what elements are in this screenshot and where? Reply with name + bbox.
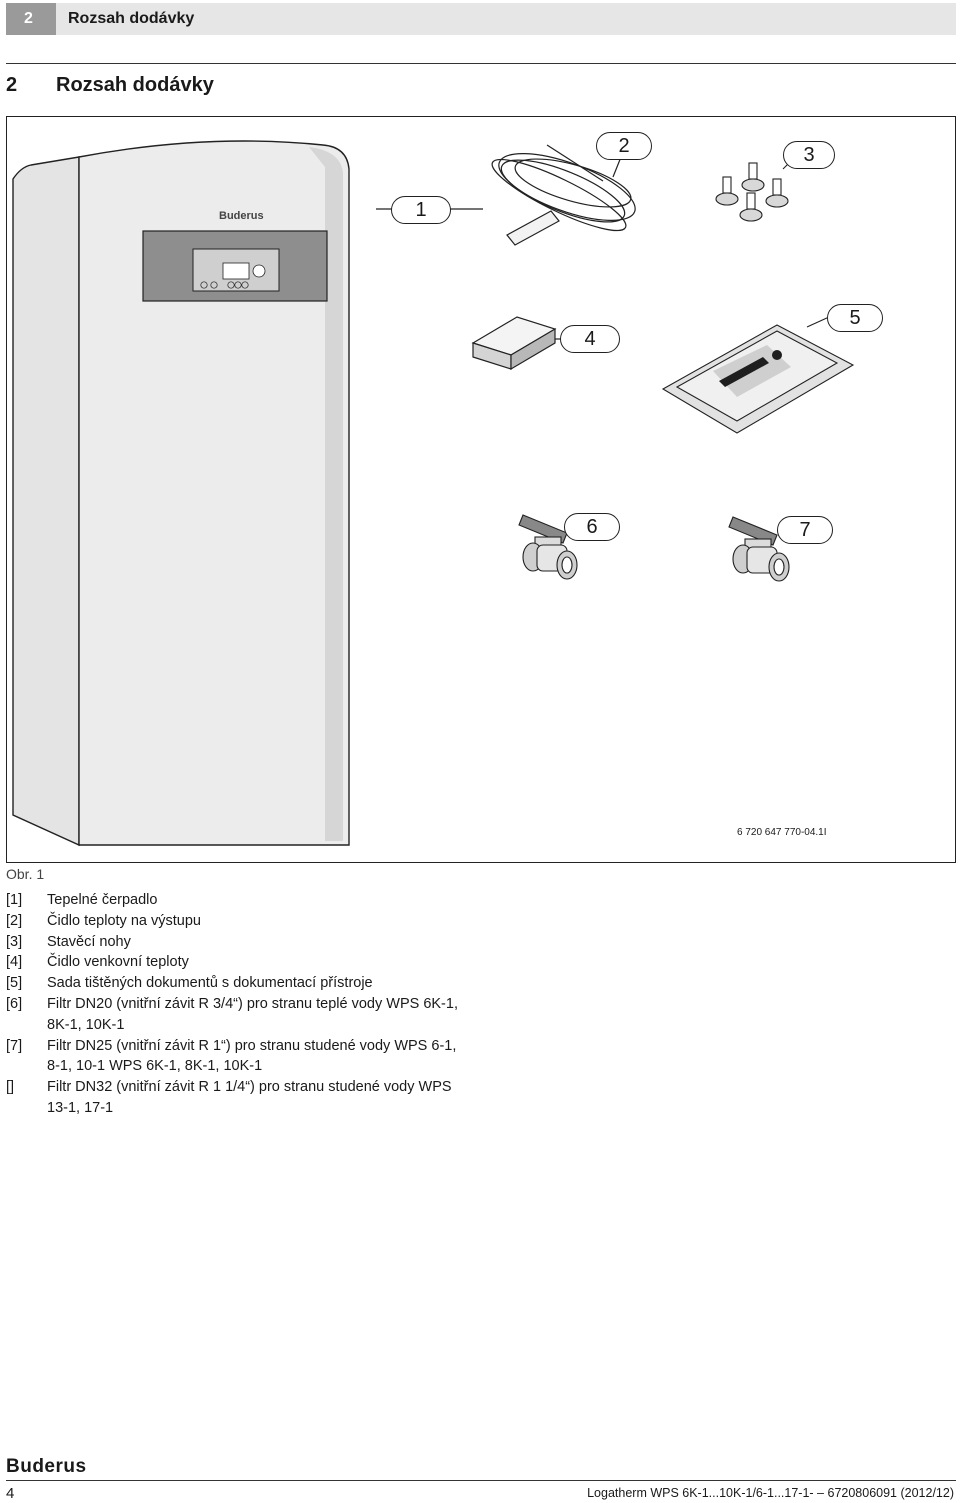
legend-item: [1] Tepelné čerpadlo <box>6 890 566 911</box>
callout-5: 5 <box>827 304 883 332</box>
legend-item: [3] Stavěcí nohy <box>6 932 566 953</box>
callout-3: 3 <box>783 141 835 169</box>
callout-6: 6 <box>564 513 620 541</box>
legend-item: [4] Čidlo venkovní teploty <box>6 952 566 973</box>
legend-text: Filtr DN25 (vnitřní závit R 1“) pro stra… <box>47 1037 457 1075</box>
legend-item: [6] Filtr DN20 (vnitřní závit R 3/4“) pr… <box>6 994 566 1036</box>
callout-1: 1 <box>391 196 451 224</box>
legend-text: Tepelné čerpadlo <box>47 892 158 908</box>
flow-temperature-sensor-drawing <box>376 144 636 246</box>
header-chapter-number: 2 <box>6 3 56 35</box>
document-set-drawing <box>661 316 855 434</box>
legend-key: [6] <box>6 995 23 1012</box>
section-number: 2 <box>6 74 18 96</box>
figure-code: 6 720 647 770-04.1I <box>737 827 827 838</box>
figure-illustration <box>12 140 855 847</box>
legend-item: [5] Sada tištěných dokumentů s dokumenta… <box>6 973 566 994</box>
footer-rule <box>6 1480 956 1481</box>
figure-caption: Obr. 1 <box>6 866 45 882</box>
legend-key: [7] <box>6 1037 23 1054</box>
filter-dn25-drawing <box>728 516 790 582</box>
section-heading: 2 Rozsah dodávky <box>6 74 214 97</box>
legend-text: Sada tištěných dokumentů s dokumentací p… <box>47 975 373 992</box>
footer-document-info: Logatherm WPS 6K-1...10K-1/6-1...17-1- –… <box>587 1486 954 1500</box>
cabinet-brand-label: Buderus <box>219 210 264 222</box>
legend-text: Stavěcí nohy <box>47 933 131 950</box>
legend-item: [7] Filtr DN25 (vnitřní závit R 1“) pro … <box>6 1036 566 1078</box>
legend-key: [2] <box>6 912 23 929</box>
callout-4: 4 <box>560 325 620 353</box>
legend-text: Čidlo venkovní teploty <box>47 954 189 971</box>
legend-key: [1] <box>6 892 23 908</box>
section-title: Rozsah dodávky <box>56 74 214 96</box>
delivery-scope-figure: Buderus 1 2 3 4 5 6 7 6 720 647 770-04.1… <box>6 116 956 863</box>
heat-pump-drawing <box>12 140 350 847</box>
adjustable-feet-drawing <box>715 154 798 222</box>
legend-text: Čidlo teploty na výstupu <box>47 912 201 929</box>
legend-key: [3] <box>6 933 23 950</box>
brand-logo: Buderus <box>6 1456 87 1477</box>
legend-text: Filtr DN20 (vnitřní závit R 3/4“) pro st… <box>47 995 458 1033</box>
legend-item: [2] Čidlo teploty na výstupu <box>6 911 566 932</box>
page-number: 4 <box>6 1485 15 1502</box>
header-chapter-title: Rozsah dodávky <box>56 3 956 35</box>
legend-key: [5] <box>6 975 23 992</box>
figure-legend: [1] Tepelné čerpadlo [2] Čidlo teploty n… <box>6 890 566 1119</box>
legend-item: [] Filtr DN32 (vnitřní závit R 1 1/4“) p… <box>6 1077 566 1119</box>
legend-key: [] <box>6 1079 15 1096</box>
legend-key: [4] <box>6 954 23 971</box>
callout-2: 2 <box>596 132 652 160</box>
legend-text: Filtr DN32 (vnitřní závit R 1 1/4“) pro … <box>47 1079 452 1116</box>
callout-7: 7 <box>777 516 833 544</box>
page-header: 2 Rozsah dodávky <box>6 3 956 35</box>
filter-dn20-drawing <box>518 514 578 580</box>
outdoor-temperature-sensor-drawing <box>471 316 567 371</box>
header-rule <box>6 63 956 64</box>
